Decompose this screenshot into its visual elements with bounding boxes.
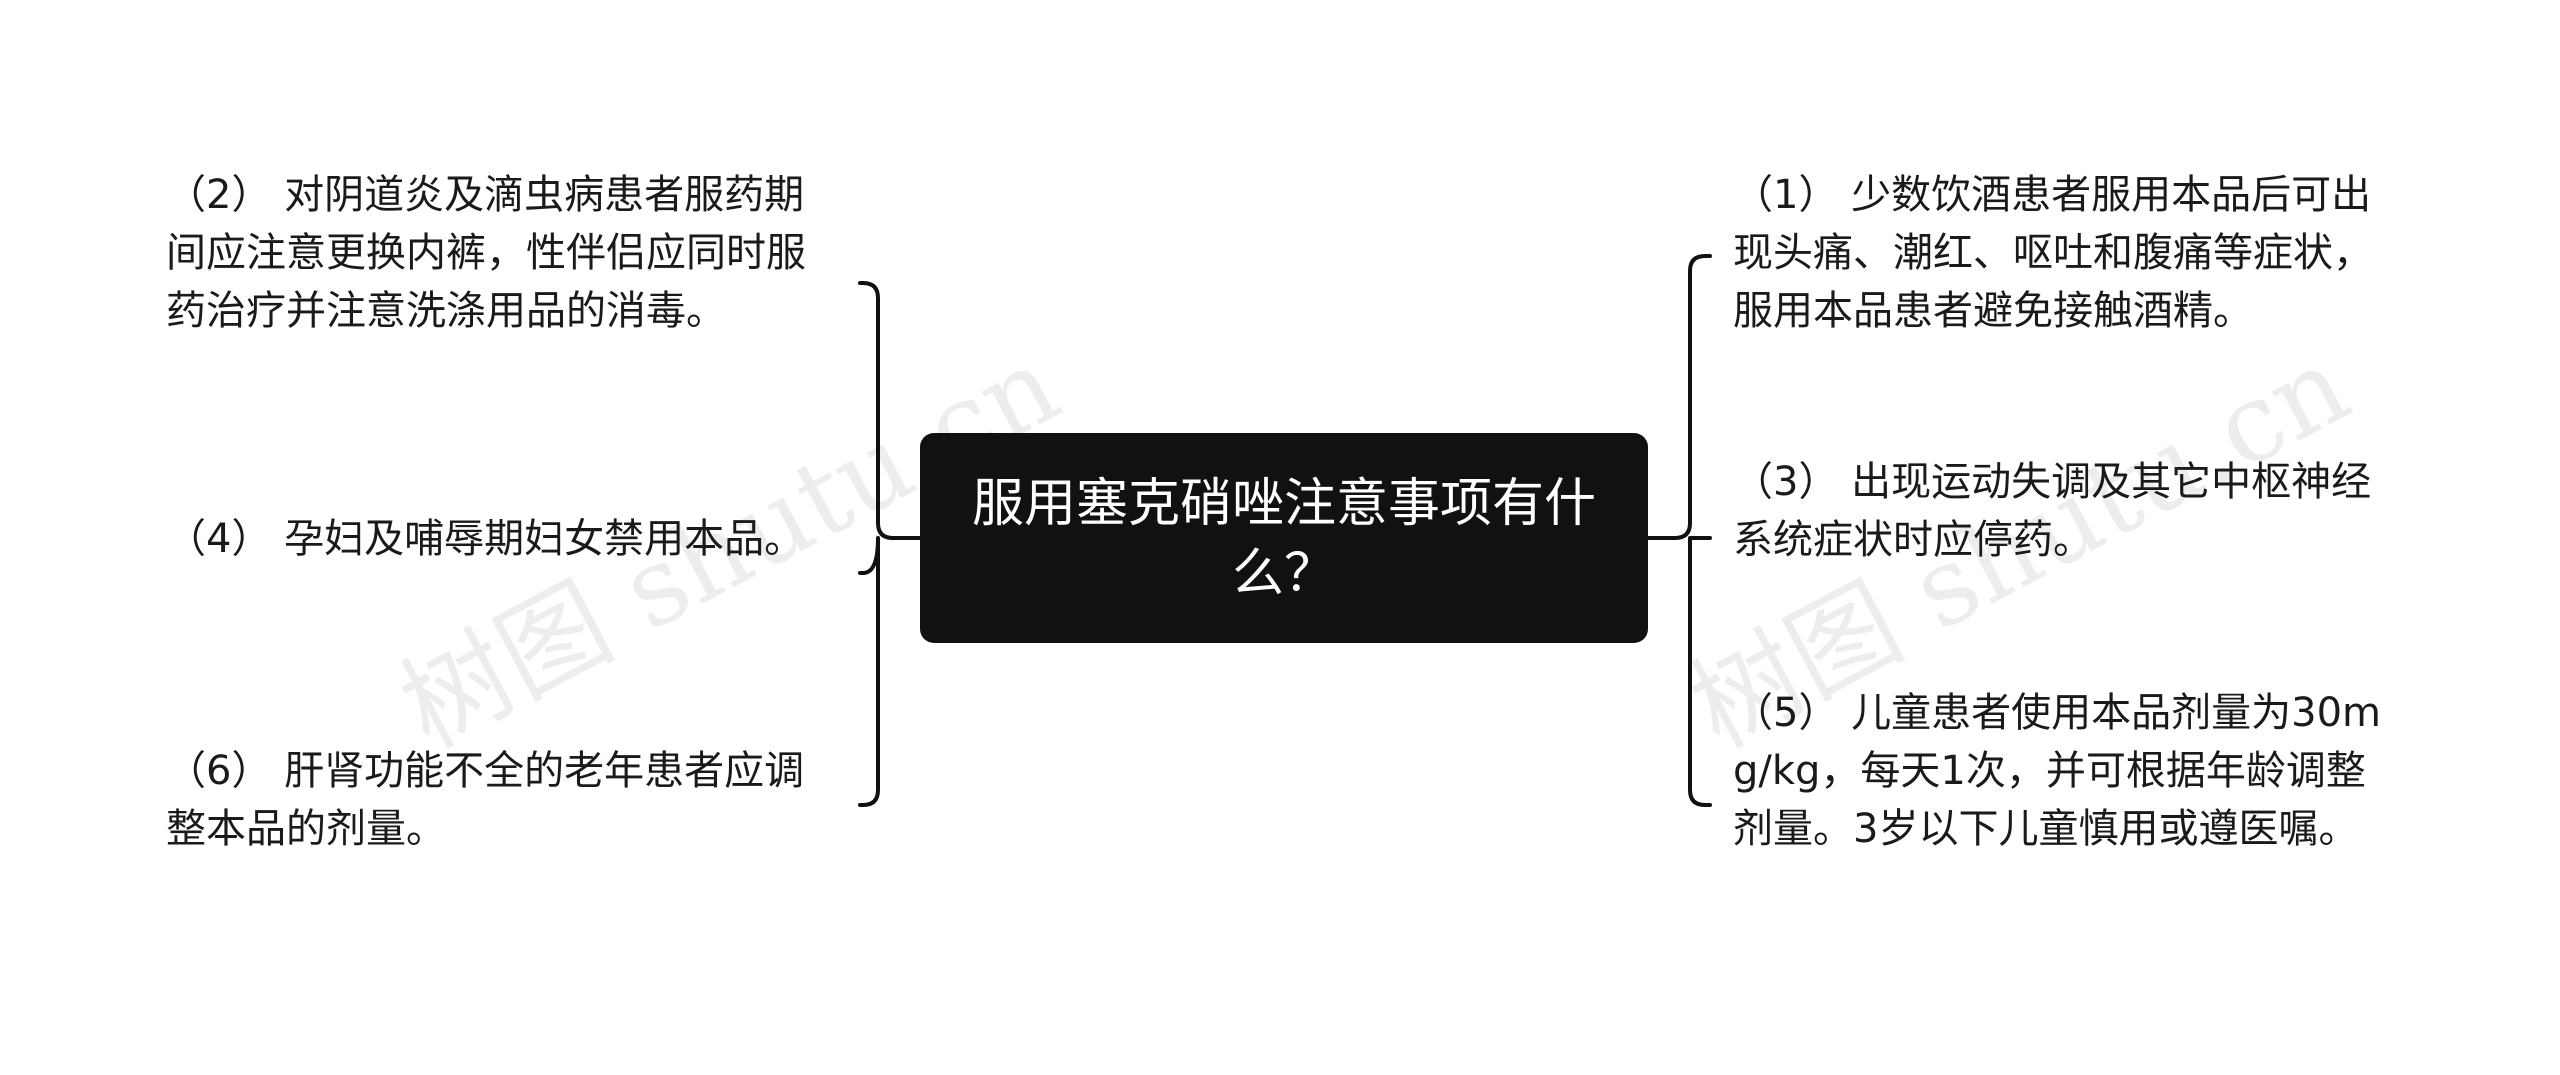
topic-node-item-4[interactable]: （4） 孕妇及哺辱期妇女禁用本品。 <box>166 510 826 568</box>
topic-node-item-5[interactable]: （5） 儿童患者使用本品剂量为30mg/kg，每天1次，并可根据年龄调整剂量。3… <box>1733 684 2385 858</box>
topic-node-item-6[interactable]: （6） 肝肾功能不全的老年患者应调整本品的剂量。 <box>166 742 826 858</box>
topic-label: （4） 孕妇及哺辱期妇女禁用本品。 <box>166 516 805 562</box>
topic-node-item-2[interactable]: （2） 对阴道炎及滴虫病患者服药期间应注意更换内裤，性伴侣应同时服药治疗并注意洗… <box>166 166 826 340</box>
topic-label: （3） 出现运动失调及其它中枢神经系统症状时应停药。 <box>1733 459 2372 563</box>
topic-node-item-3[interactable]: （3） 出现运动失调及其它中枢神经系统症状时应停药。 <box>1733 453 2385 569</box>
left-bracket <box>858 281 895 807</box>
topic-label: （6） 肝肾功能不全的老年患者应调整本品的剂量。 <box>166 748 805 852</box>
topic-label: （1） 少数饮酒患者服用本品后可出现头痛、潮红、呕吐和腹痛等症状，服用本品患者避… <box>1733 172 2373 334</box>
topic-node-item-1[interactable]: （1） 少数饮酒患者服用本品后可出现头痛、潮红、呕吐和腹痛等症状，服用本品患者避… <box>1733 166 2385 340</box>
central-topic-label: 服用塞克硝唑注意事项有什么？ <box>971 474 1596 604</box>
central-topic-node[interactable]: 服用塞克硝唑注意事项有什么？ <box>920 433 1648 643</box>
topic-label: （5） 儿童患者使用本品剂量为30mg/kg，每天1次，并可根据年龄调整剂量。3… <box>1733 690 2382 852</box>
topic-label: （2） 对阴道炎及滴虫病患者服药期间应注意更换内裤，性伴侣应同时服药治疗并注意洗… <box>166 172 806 334</box>
right-bracket <box>1673 254 1712 807</box>
